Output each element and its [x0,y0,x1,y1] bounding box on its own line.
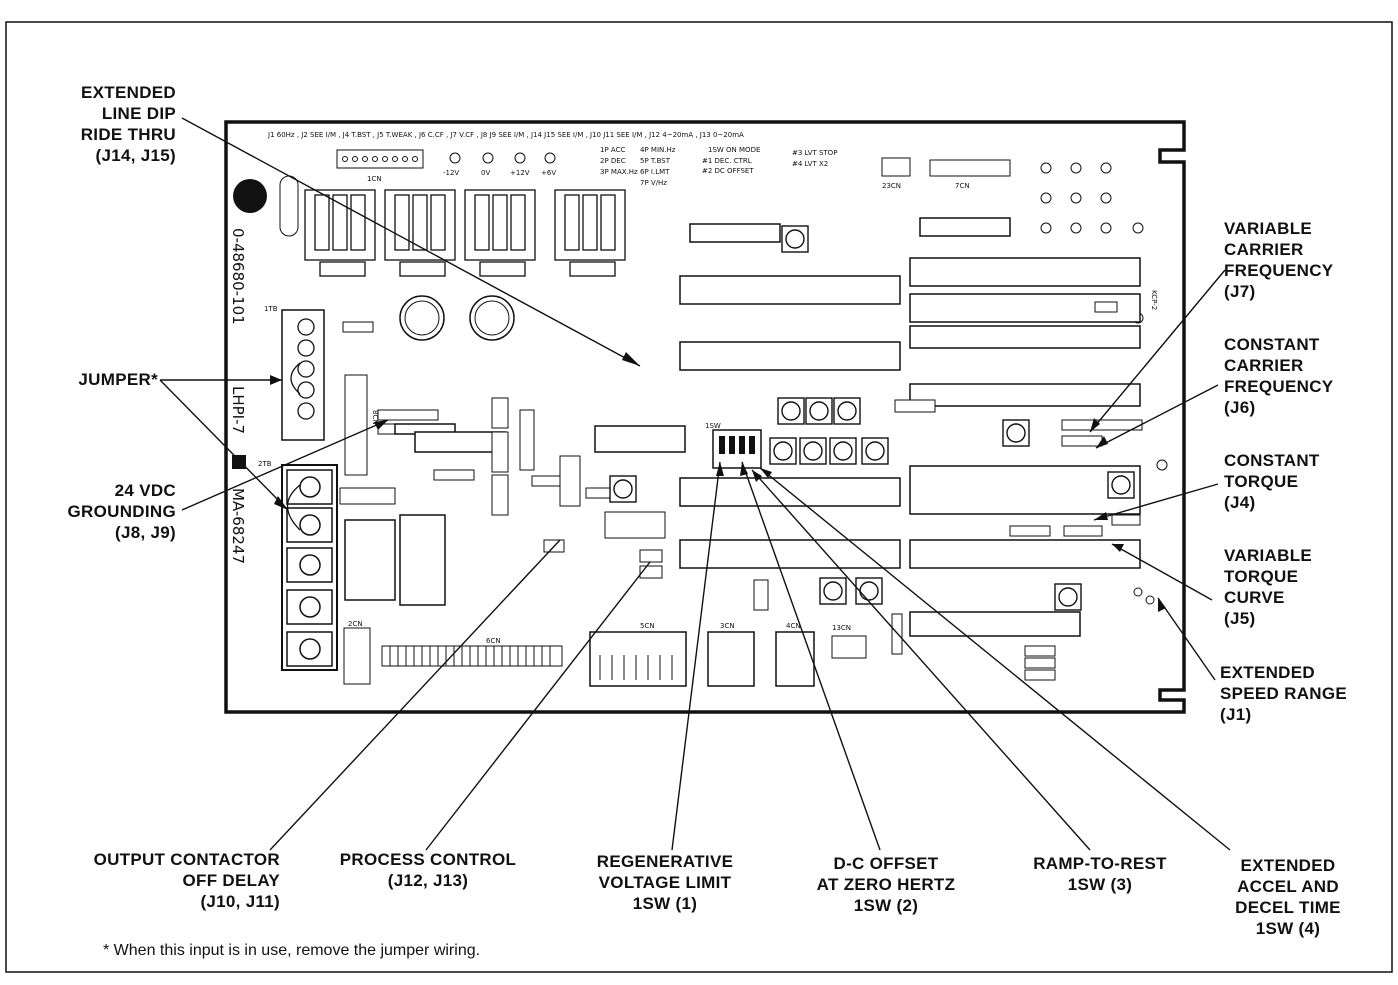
arrowheads [270,352,1166,612]
callout-constant-carrier: CONSTANT CARRIER FREQUENCY (J6) [1224,335,1334,417]
svg-text:-12V: -12V [443,169,459,177]
callout-grounding: 24 VDC GROUNDING (J8, J9) [67,481,176,542]
svg-text:#1 DEC. CTRL: #1 DEC. CTRL [702,157,752,165]
svg-text:KCP-2: KCP-2 [1150,290,1158,310]
6cn-connector [381,645,563,667]
svg-text:#2 DC OFFSET: #2 DC OFFSET [702,167,754,175]
8cn-connector [344,374,368,476]
3cn-connector [707,631,755,687]
capacitor [399,295,445,341]
svg-text:1TB: 1TB [264,305,278,313]
svg-text:3P MAX.Hz: 3P MAX.Hz [600,168,638,176]
svg-text:1SW ON MODE: 1SW ON MODE [708,146,760,154]
callout-extended-speed: EXTENDED SPEED RANGE (J1) [1220,663,1348,724]
callout-extended-accel: EXTENDED ACCEL AND DECEL TIME 1SW (4) [1235,856,1341,938]
callout-variable-torque: VARIABLE TORQUE CURVE (J5) [1224,546,1313,628]
callout-variable-carrier: VARIABLE CARRIER FREQUENCY (J7) [1224,219,1334,301]
ucb-component [344,519,396,601]
board-part-number: 0-48680-101 [229,228,247,325]
svg-text:1SW: 1SW [705,422,721,430]
board-model: LHPI-7 [229,386,247,434]
svg-text:13CN: 13CN [832,624,851,632]
4cn-connector [775,631,815,687]
svg-text:#4 LVT X2: #4 LVT X2 [792,160,828,168]
test-points [449,152,556,164]
callout-ramp-to-rest: RAMP-TO-REST 1SW (3) [1033,854,1167,894]
svg-text:2P DEC: 2P DEC [600,157,626,165]
svg-text:6P I.LMT: 6P I.LMT [640,168,670,176]
svg-text:1CN: 1CN [367,175,382,183]
capacitor [469,295,515,341]
svg-text:+6V: +6V [541,169,556,177]
svg-text:5CN: 5CN [640,622,655,630]
relays [304,189,626,277]
svg-text:#3 LVT STOP: #3 LVT STOP [792,149,837,157]
svg-text:6CN: 6CN [486,637,501,645]
svg-text:4P MIN.Hz: 4P MIN.Hz [640,146,676,154]
5cn-connector [589,631,687,687]
svg-text:7P V/Hz: 7P V/Hz [640,179,667,187]
leader-lines [159,117,1231,851]
board-ma-number: MA-68247 [229,488,247,564]
13cn-connector [831,635,867,659]
svg-text:7CN: 7CN [955,182,970,190]
svg-text:8CN: 8CN [371,410,379,425]
ic-chips [394,217,1141,637]
callout-dc-offset: D-C OFFSET AT ZERO HERTZ 1SW (2) [816,854,956,915]
1cn-pins [342,156,418,162]
callout-jumper: JUMPER* [78,370,158,389]
svg-text:3CN: 3CN [720,622,735,630]
svg-text:5P T.BST: 5P T.BST [640,157,671,165]
callout-process-control: PROCESS CONTROL (J12, J13) [339,850,517,890]
callout-extended-line-dip: EXTENDED LINE DIP RIDE THRU (J14, J15) [80,83,176,165]
top-legend-text: J1 60Hz , J2 SEE I/M , J4 T.BST , J5 T.W… [267,131,744,139]
svg-text:1P ACC: 1P ACC [600,146,625,154]
mounting-hole [233,179,267,213]
svg-text:+12V: +12V [510,169,530,177]
callout-output-contactor: OUTPUT CONTACTOR OFF DELAY (J10, J11) [93,850,280,911]
footnote: * When this input is in use, remove the … [103,942,481,959]
svg-text:2TB: 2TB [258,460,272,468]
callout-regenerative: REGENERATIVE VOLTAGE LIMIT 1SW (1) [596,852,734,913]
svg-text:0V: 0V [481,169,490,177]
svg-text:4CN: 4CN [786,622,801,630]
svg-text:23CN: 23CN [882,182,901,190]
svg-text:2CN: 2CN [348,620,363,628]
figure-frame [5,21,1393,973]
callout-constant-torque: CONSTANT TORQUE (J4) [1224,451,1320,512]
trimmer-pots [609,225,1135,611]
